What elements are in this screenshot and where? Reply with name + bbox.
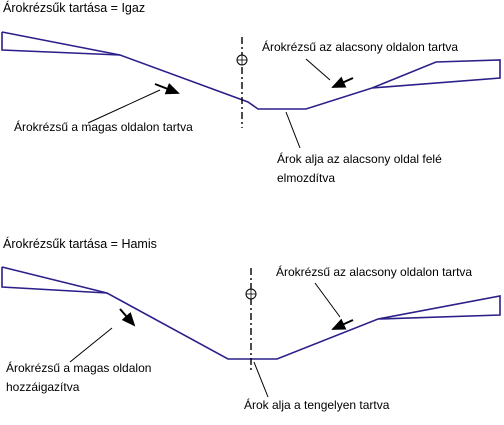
centerline-target-icon	[245, 288, 257, 300]
top-label-bottom-line1: Árok alja az alacsony oldal felé	[277, 151, 442, 166]
bottom-leader-bottom	[253, 361, 269, 398]
centerline-target-icon	[236, 54, 248, 66]
direction-arrow-icon	[331, 318, 354, 330]
top-ditch-profile	[1, 32, 501, 110]
top-panel-title: Árokrézsűk tartása = Igaz	[3, 0, 145, 15]
direction-arrow-icon	[154, 83, 180, 95]
top-label-bottom-line2: elmozdítva	[277, 171, 335, 185]
bottom-label-bottom: Árok alja a tengelyen tartva	[244, 397, 390, 412]
bottom-label-high-side-line2: hozzáigazítva	[6, 380, 80, 394]
bottom-leader-low-side	[314, 282, 341, 318]
bottom-label-low-side: Árokrézsű az alacsony oldalon tartva	[276, 264, 472, 279]
bottom-ditch-profile	[1, 267, 501, 360]
direction-arrow-icon	[119, 308, 136, 327]
top-label-low-side: Árokrézsű az alacsony oldalon tartva	[262, 39, 458, 54]
bottom-panel-title: Árokrézsűk tartása = Hamis	[3, 236, 157, 251]
top-leader-low-side	[305, 58, 331, 81]
top-left-slope-edge	[1, 31, 121, 56]
top-panel: Árokrézsűk tartása = Igaz Árokrézsű az a…	[1, 0, 501, 185]
bottom-panel: Árokrézsűk tartása = Hamis Árokrézsű az …	[1, 236, 501, 412]
bottom-label-high-side-line1: Árokrézsű a magas oldalon	[6, 360, 151, 375]
bottom-left-slope-edge	[1, 266, 108, 294]
top-leader-bottom	[285, 111, 301, 149]
bottom-leader-high-side	[69, 327, 113, 363]
top-label-high-side: Árokrézsű a magas oldalon tartva	[14, 119, 193, 134]
direction-arrow-icon	[331, 76, 354, 88]
top-leader-high-side	[87, 89, 161, 124]
